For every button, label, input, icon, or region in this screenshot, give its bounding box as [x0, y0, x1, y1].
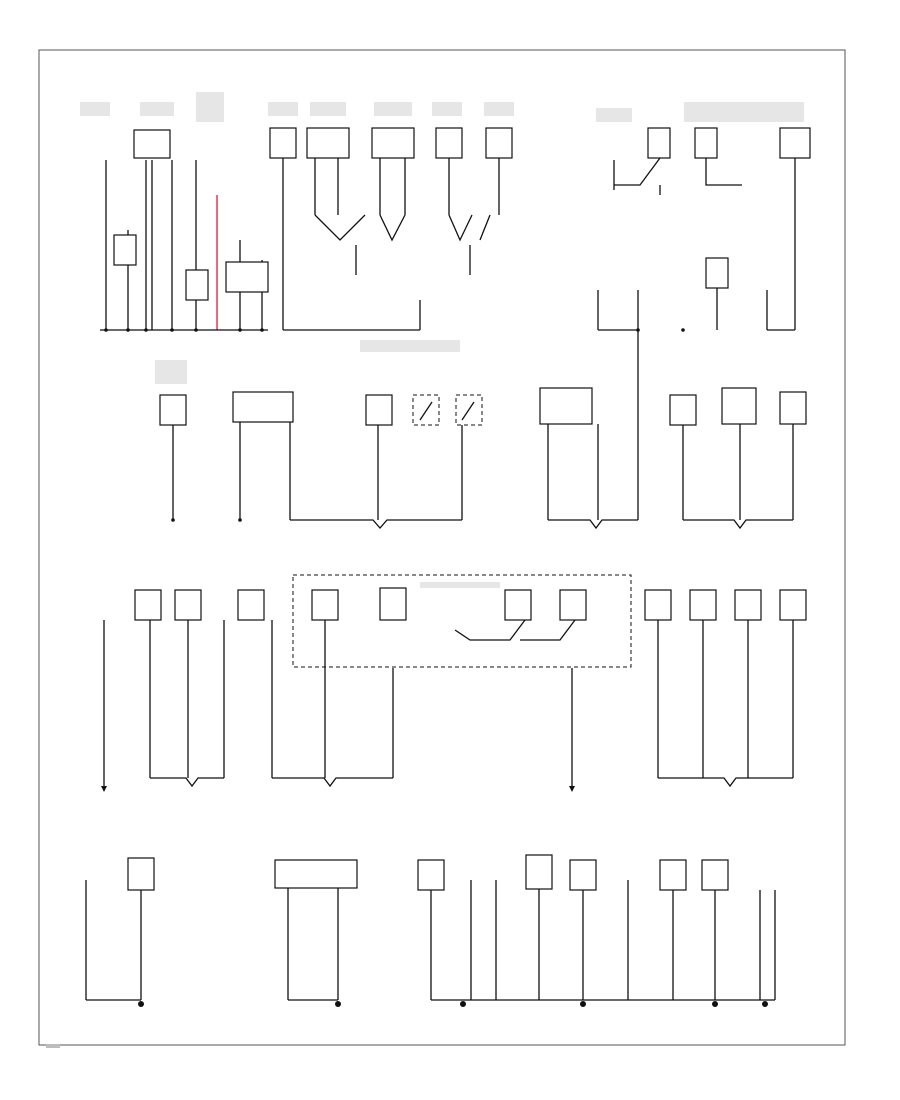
row-3-circuits — [101, 574, 807, 792]
illegible-label-marks — [46, 92, 804, 1048]
component-box — [701, 859, 729, 891]
diagram-frame — [38, 49, 846, 1046]
component-box — [174, 589, 202, 621]
component-box — [127, 857, 155, 891]
component-box — [159, 394, 187, 426]
component-box — [779, 127, 811, 159]
component-box — [237, 589, 265, 621]
component-box — [644, 589, 672, 621]
component-box — [379, 587, 407, 621]
component-box — [647, 127, 671, 159]
component-box — [659, 859, 687, 891]
component-box — [269, 127, 297, 159]
component-box — [306, 127, 350, 159]
row-1-circuits — [100, 127, 811, 440]
component-box — [225, 261, 269, 293]
component-box — [365, 394, 393, 426]
component-box — [274, 859, 358, 889]
component-box — [232, 391, 294, 423]
row-2-circuits — [159, 387, 807, 530]
component-box — [689, 589, 717, 621]
component-box — [779, 391, 807, 425]
component-box — [371, 127, 415, 159]
component-box — [734, 589, 762, 621]
component-box — [435, 127, 463, 159]
component-box — [669, 394, 697, 426]
component-box — [311, 589, 339, 621]
component-box — [417, 859, 445, 891]
component-box — [539, 387, 593, 425]
module-boundary — [292, 574, 632, 668]
component-box — [779, 589, 807, 621]
component-box — [134, 589, 162, 621]
component-box — [113, 234, 137, 266]
row-4-circuits — [85, 854, 776, 1007]
component-box — [721, 387, 757, 425]
component-box — [559, 589, 587, 621]
component-box — [504, 589, 532, 621]
component-box — [705, 257, 729, 289]
component-box — [694, 127, 718, 159]
component-box — [133, 129, 171, 159]
component-box — [485, 127, 513, 159]
component-box — [185, 269, 209, 301]
component-box — [569, 859, 597, 891]
component-box — [525, 854, 553, 890]
